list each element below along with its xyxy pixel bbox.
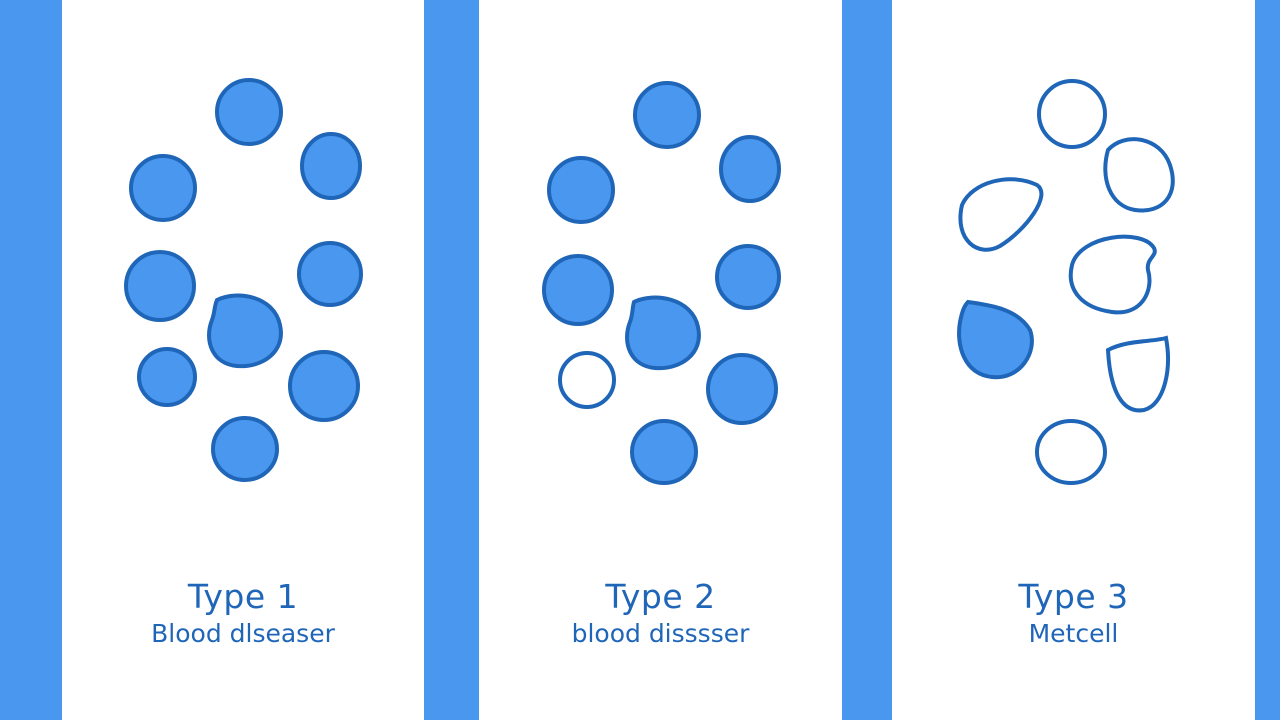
cell-filled: [124, 250, 196, 322]
panel-subtitle: Metcell: [1028, 619, 1119, 648]
cell-empty-irregular: [1105, 335, 1170, 413]
cell-filled: [129, 154, 197, 222]
panel-title: Type 1: [187, 577, 299, 616]
cell-filled-irregular: [957, 299, 1034, 380]
cell-filled: [633, 81, 701, 149]
cell-filled: [215, 78, 283, 146]
cell-filled: [706, 353, 778, 425]
cell-filled: [715, 244, 781, 310]
cell-filled: [137, 347, 197, 407]
cell-filled: [297, 241, 363, 307]
cell-filled-irregular: [625, 295, 701, 371]
cell-empty-irregular: [958, 177, 1044, 252]
cell-cluster-type-3: [957, 79, 1175, 485]
cell-filled: [211, 416, 279, 482]
panel-type-3: Type 3 Metcell: [892, 0, 1255, 720]
cell-empty: [1037, 79, 1107, 149]
cell-filled: [288, 350, 360, 422]
cell-empty: [558, 351, 616, 409]
cell-cluster-type-2: [542, 81, 781, 485]
panel-type-1: Type 1 Blood dlseaser: [62, 0, 424, 720]
cell-filled: [630, 419, 698, 485]
cell-filled: [719, 135, 781, 203]
cell-empty-irregular: [1103, 137, 1175, 213]
panel-subtitle: Blood dlseaser: [151, 619, 335, 648]
panel-subtitle: blood disssser: [571, 619, 750, 648]
cell-filled: [547, 156, 615, 224]
cell-filled: [542, 254, 614, 326]
panel-title: Type 3: [1018, 577, 1129, 616]
cell-filled: [300, 132, 362, 200]
panel-type-2: Type 2 blood disssser: [479, 0, 842, 720]
cell-empty: [1035, 419, 1107, 485]
cell-filled-irregular: [207, 293, 283, 369]
panel-title: Type 2: [605, 577, 716, 616]
cell-empty-irregular: [1068, 234, 1157, 315]
cell-cluster-type-1: [124, 78, 363, 482]
